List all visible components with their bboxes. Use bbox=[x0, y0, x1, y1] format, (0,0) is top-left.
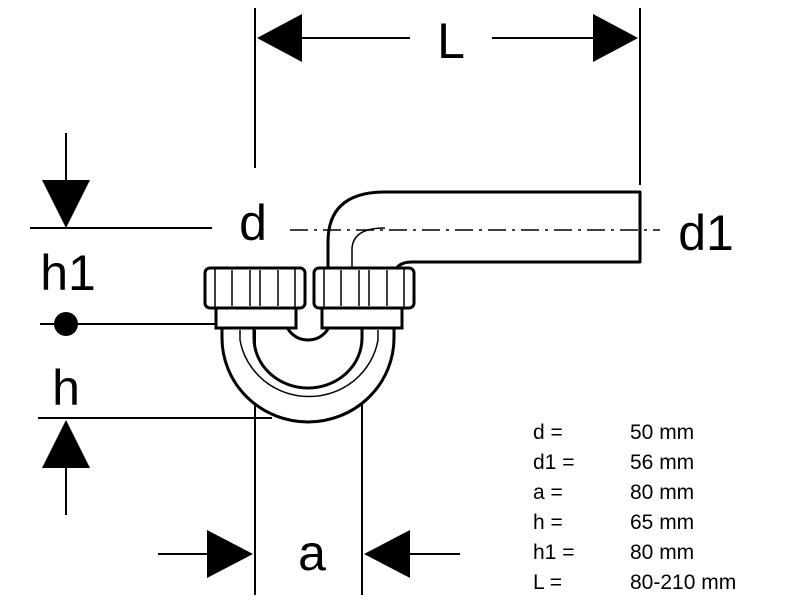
a-arrow-right bbox=[207, 530, 253, 578]
L-arrow-right bbox=[593, 14, 638, 62]
label-h1: h1 bbox=[40, 245, 96, 301]
h1-arrow-down bbox=[42, 180, 90, 228]
left-union-nut bbox=[203, 266, 307, 310]
spec-value-h: 65 mm bbox=[630, 511, 694, 534]
label-a: a bbox=[298, 525, 326, 581]
right-union-nut bbox=[312, 266, 416, 310]
reference-dot bbox=[54, 312, 78, 336]
spec-key-h: h = bbox=[533, 511, 563, 534]
a-arrow-left bbox=[364, 530, 410, 578]
spec-value-L: 80-210 mm bbox=[630, 571, 736, 594]
h-arrow-up bbox=[42, 420, 90, 468]
spec-key-L: L = bbox=[533, 571, 562, 594]
spec-value-a: 80 mm bbox=[630, 481, 694, 504]
dimension-L bbox=[254, 8, 641, 185]
label-d1: d1 bbox=[678, 205, 734, 261]
spec-table: d = 50 mm d1 = 56 mm a = 80 mm h = 65 mm… bbox=[533, 421, 736, 594]
label-L: L bbox=[437, 13, 465, 69]
spec-value-d: 50 mm bbox=[630, 421, 694, 444]
spec-key-a: a = bbox=[533, 481, 563, 504]
L-arrow-left bbox=[257, 14, 302, 62]
spec-key-d: d = bbox=[533, 421, 563, 444]
spec-value-d1: 56 mm bbox=[630, 451, 694, 474]
spec-key-h1: h1 = bbox=[533, 541, 574, 564]
spec-key-d1: d1 = bbox=[533, 451, 574, 474]
dimension-h1-h-lines bbox=[30, 133, 272, 515]
elbow-inner-line bbox=[351, 227, 386, 270]
spec-value-h1: 80 mm bbox=[630, 541, 694, 564]
siphon-u-bend bbox=[220, 320, 396, 424]
label-h: h bbox=[52, 360, 80, 416]
label-d: d bbox=[239, 195, 267, 251]
u-bend-inner-line bbox=[239, 330, 379, 398]
